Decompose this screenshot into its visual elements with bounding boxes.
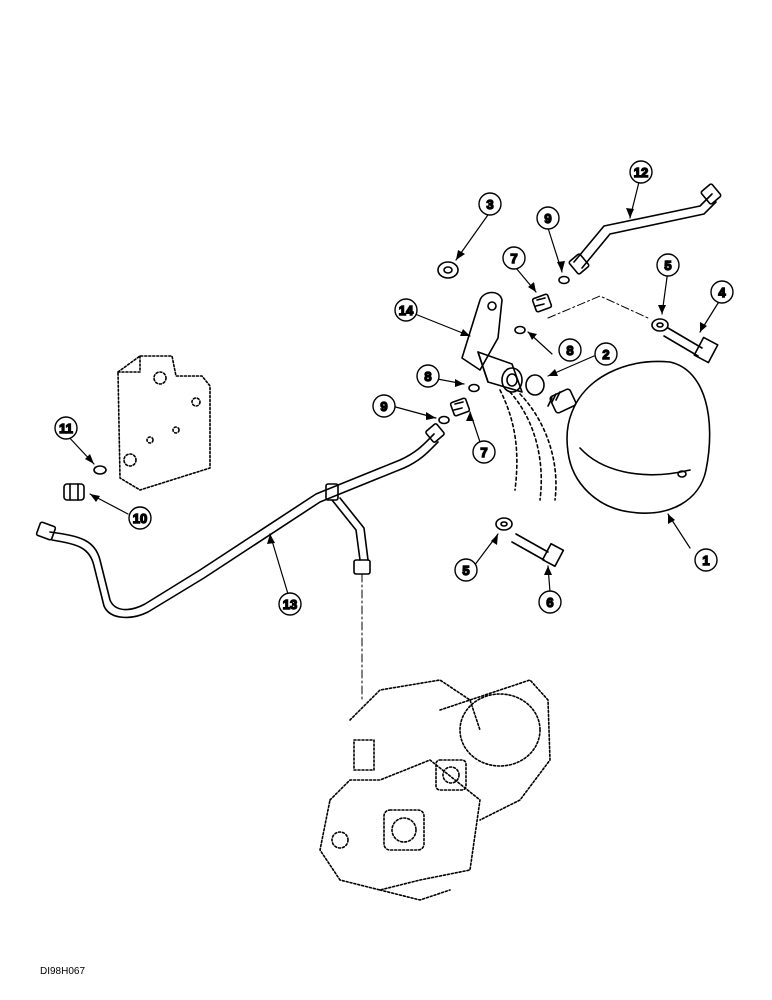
tube-assembly: [35, 423, 445, 619]
callout-14: 14: [394, 298, 418, 322]
tube-upper: [568, 183, 722, 275]
fitting-upper: [531, 293, 553, 313]
valve-block: [117, 355, 211, 491]
mounting-bracket: [461, 291, 523, 393]
hydraulic-pump: [319, 679, 551, 901]
o-rings: [93, 275, 570, 475]
svg-text:8: 8: [424, 369, 431, 384]
spacer: [437, 261, 459, 279]
leader-lines: [361, 295, 649, 701]
fitting-lower: [449, 397, 471, 417]
svg-text:6: 6: [546, 595, 553, 610]
callout-13: 13: [278, 592, 302, 616]
svg-text:2: 2: [602, 347, 609, 362]
svg-text:5: 5: [664, 258, 671, 273]
svg-text:4: 4: [718, 285, 726, 300]
svg-text:13: 13: [283, 597, 297, 612]
arrow-heads: [85, 208, 707, 575]
svg-text:3: 3: [486, 197, 493, 212]
svg-text:14: 14: [399, 303, 414, 318]
washer-lower: [495, 517, 513, 531]
callout-5-upper: 5: [656, 253, 680, 277]
motion-arcs: [499, 389, 557, 501]
callout-2: 2: [594, 342, 618, 366]
svg-text:7: 7: [480, 445, 487, 460]
washer-upper: [651, 318, 669, 332]
callout-4: 4: [710, 280, 734, 304]
svg-text:5: 5: [462, 563, 469, 578]
svg-text:10: 10: [133, 511, 147, 526]
svg-text:9: 9: [380, 399, 387, 414]
callout-3: 3: [478, 192, 502, 216]
plug: [63, 483, 85, 501]
callout-11: 11: [54, 416, 78, 440]
callout-6: 6: [538, 590, 562, 614]
callout-12: 12: [629, 160, 653, 184]
callout-arrows: [65, 177, 721, 595]
callout-9-lower: 9: [372, 394, 396, 418]
callout-10: 10: [128, 506, 152, 530]
callout-8-upper: 8: [558, 338, 582, 362]
bolt-upper: [663, 327, 719, 364]
callout-1: 1: [694, 548, 718, 572]
callout-5-lower: 5: [454, 558, 478, 582]
svg-text:8: 8: [566, 343, 573, 358]
accumulator: [547, 360, 711, 514]
callout-7-lower: 7: [472, 440, 496, 464]
svg-text:11: 11: [59, 421, 73, 436]
callout-9-upper: 9: [536, 206, 560, 230]
svg-text:12: 12: [634, 165, 648, 180]
svg-text:7: 7: [510, 251, 517, 266]
callout-8-lower: 8: [416, 364, 440, 388]
svg-text:9: 9: [544, 211, 551, 226]
svg-text:1: 1: [702, 553, 709, 568]
bolt-lower: [511, 533, 565, 568]
callout-7-upper: 7: [502, 246, 526, 270]
figure-code: DI98H067: [40, 966, 86, 977]
